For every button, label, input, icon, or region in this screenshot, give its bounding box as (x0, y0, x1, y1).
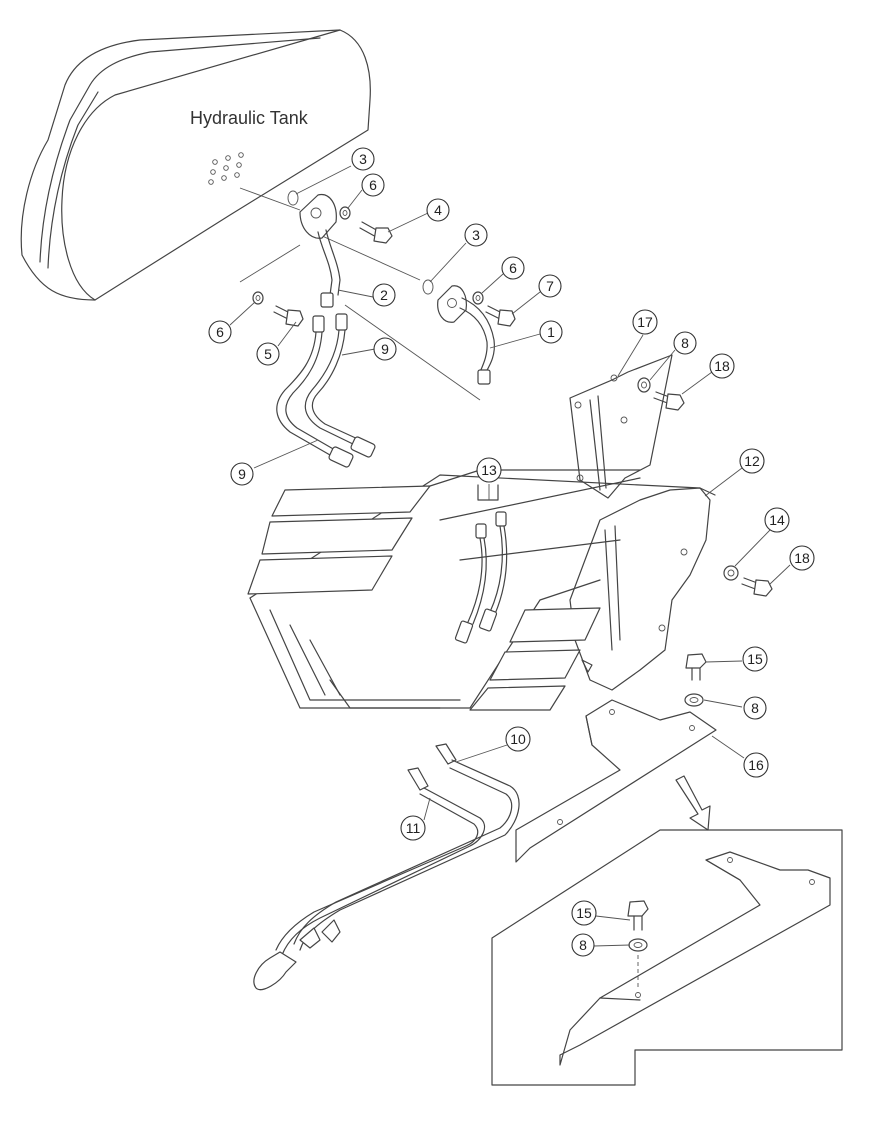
callout-9: 9 (230, 462, 254, 486)
hoses-13 (454, 484, 508, 644)
flange-pipe-2 (299, 194, 341, 308)
svg-text:14: 14 (769, 512, 785, 528)
svg-text:16: 16 (748, 757, 764, 773)
flange-pipe-1 (437, 285, 495, 385)
callout-leaders (229, 165, 791, 947)
washer-6c (252, 291, 264, 305)
callout-14: 14 (764, 507, 790, 533)
callout-5: 5 (256, 342, 280, 366)
callout-16: 16 (743, 752, 769, 778)
washer-8b (684, 693, 704, 707)
tank-port-holes (208, 152, 244, 185)
svg-text:2: 2 (380, 287, 388, 303)
bolt-15b (627, 900, 649, 931)
callout-17: 17 (632, 309, 658, 335)
svg-text:7: 7 (546, 278, 554, 294)
svg-text:6: 6 (369, 177, 377, 193)
bolt-4 (359, 221, 393, 244)
washer-6b (472, 291, 484, 305)
o-ring-upper (287, 190, 299, 206)
bracket-16 (515, 699, 717, 863)
callout-13: 13 (476, 457, 502, 483)
svg-text:3: 3 (359, 151, 367, 167)
washer-8a (637, 377, 651, 393)
washer-6a (339, 206, 351, 220)
callout-18: 18 (789, 545, 815, 571)
bolt-5 (273, 305, 304, 327)
cover-12 (569, 487, 711, 691)
svg-text:5: 5 (264, 346, 272, 362)
callout-6: 6 (208, 320, 232, 344)
callout-9: 9 (373, 337, 397, 361)
hydraulic-tank: Hydraulic Tank (20, 29, 371, 301)
callout-4: 4 (426, 198, 450, 222)
callout-8: 8 (673, 331, 697, 355)
callout-6: 6 (501, 256, 525, 280)
hoses-9 (276, 313, 376, 468)
callout-15: 15 (571, 900, 597, 926)
svg-text:18: 18 (714, 358, 730, 374)
svg-text:8: 8 (681, 335, 689, 351)
bolt-18b (741, 577, 773, 597)
svg-text:12: 12 (744, 453, 760, 469)
assembly-lines (239, 187, 481, 401)
callout-8: 8 (571, 933, 595, 957)
bolt-18a (653, 391, 685, 411)
svg-text:4: 4 (434, 202, 442, 218)
bolt-15a (685, 653, 707, 681)
svg-text:15: 15 (747, 651, 763, 667)
bracket-17 (569, 354, 673, 499)
detail-box (491, 829, 843, 1086)
callout-18: 18 (709, 353, 735, 379)
svg-text:10: 10 (510, 731, 526, 747)
washer-14 (723, 565, 739, 581)
pipes-10-11 (253, 743, 520, 991)
svg-text:6: 6 (216, 324, 224, 340)
svg-text:8: 8 (579, 937, 587, 953)
detail-arrow (675, 775, 711, 831)
svg-text:18: 18 (794, 550, 810, 566)
callout-1: 1 (539, 320, 563, 344)
callout-6: 6 (361, 173, 385, 197)
svg-text:13: 13 (481, 462, 497, 478)
svg-text:9: 9 (238, 466, 246, 482)
callout-3: 3 (351, 147, 375, 171)
svg-text:1: 1 (547, 324, 555, 340)
callout-10: 10 (505, 726, 531, 752)
svg-text:9: 9 (381, 341, 389, 357)
svg-text:3: 3 (472, 227, 480, 243)
callout-3: 3 (464, 223, 488, 247)
callout-2: 2 (372, 283, 396, 307)
bolt-7 (485, 305, 516, 327)
o-ring-lower (422, 279, 434, 295)
svg-text:6: 6 (509, 260, 517, 276)
callout-8: 8 (743, 696, 767, 720)
washer-8c (628, 938, 648, 952)
frame-body (247, 469, 716, 711)
callout-7: 7 (538, 274, 562, 298)
svg-text:15: 15 (576, 905, 592, 921)
svg-text:17: 17 (637, 314, 653, 330)
svg-text:11: 11 (406, 820, 421, 836)
callout-15: 15 (742, 646, 768, 672)
callout-11: 11 (400, 815, 426, 841)
svg-text:8: 8 (751, 700, 759, 716)
callout-12: 12 (739, 448, 765, 474)
diagram-title: Hydraulic Tank (190, 108, 309, 128)
